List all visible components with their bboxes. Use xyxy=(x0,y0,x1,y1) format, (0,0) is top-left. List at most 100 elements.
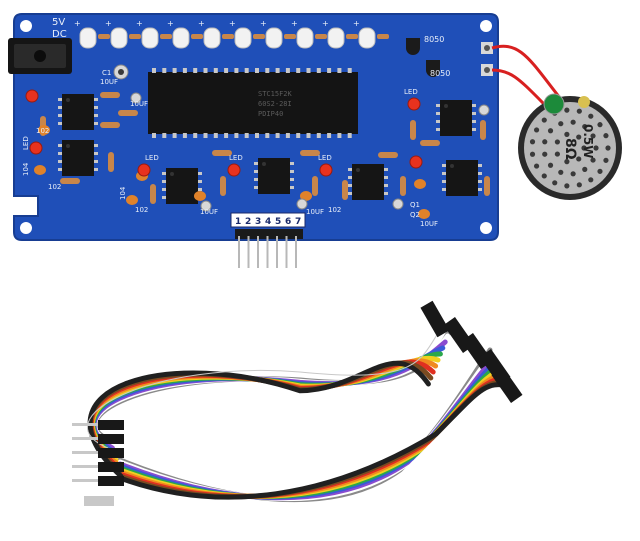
capacitor xyxy=(478,104,490,116)
microcontroller-chip: STC15F2K 60S2-28I PDIP40 xyxy=(148,68,358,138)
svg-text:+: + xyxy=(229,19,236,28)
mount-hole xyxy=(20,20,32,32)
svg-text:STC15F2K: STC15F2K xyxy=(258,90,293,98)
capacitor xyxy=(126,195,138,205)
white-led xyxy=(79,27,97,49)
power-label: DC xyxy=(52,29,67,40)
label-q2: Q2 xyxy=(410,211,420,219)
resistor xyxy=(98,34,110,39)
resistor xyxy=(129,34,141,39)
male-pin xyxy=(72,423,98,426)
capacitor-c1 xyxy=(113,64,129,80)
white-led xyxy=(358,27,376,49)
svg-text:+: + xyxy=(322,19,329,28)
resistor xyxy=(315,34,327,39)
label-8050: 8050 xyxy=(430,69,450,78)
red-led xyxy=(407,97,421,111)
svg-text:+: + xyxy=(105,19,112,28)
male-pin xyxy=(72,451,98,454)
white-led xyxy=(172,27,190,49)
label-10uf: 10UF xyxy=(130,100,148,108)
speaker-impedance: 8Ω xyxy=(562,138,578,160)
male-pin xyxy=(72,465,98,468)
label-104: 104 xyxy=(119,186,127,200)
male-connector xyxy=(98,420,124,430)
label-8050: 8050 xyxy=(424,35,444,44)
capacitor xyxy=(194,191,206,201)
svg-text:+: + xyxy=(74,19,81,28)
label-10uf: 10UF xyxy=(306,208,324,216)
side-leds xyxy=(25,89,423,177)
svg-text:+: + xyxy=(167,19,174,28)
capacitor xyxy=(296,198,308,210)
resistor xyxy=(420,140,440,146)
pcb-board: 5V DC + + + + + + + + + + STC15F2K 60S2-28I PDIP4… xyxy=(8,13,499,268)
pin-label: 3 xyxy=(255,217,261,227)
resistor xyxy=(300,150,320,156)
white-led xyxy=(327,27,345,49)
svg-text:+: + xyxy=(198,19,205,28)
speaker-power: 0.5W xyxy=(581,124,595,159)
capacitor xyxy=(414,179,426,189)
resistor xyxy=(253,34,265,39)
capacitor xyxy=(200,200,212,212)
capacitor xyxy=(130,92,142,104)
male-pin xyxy=(72,437,98,440)
capacitor xyxy=(300,191,312,201)
red-led xyxy=(25,89,39,103)
female-connector xyxy=(420,300,450,338)
label-102: 102 xyxy=(36,127,49,135)
resistor xyxy=(60,178,80,184)
white-led xyxy=(234,27,252,49)
pin-label: 4 xyxy=(265,217,271,227)
svg-text:+: + xyxy=(260,19,267,28)
label-102: 102 xyxy=(328,206,341,214)
resistor xyxy=(480,120,486,140)
male-connector xyxy=(98,462,124,472)
resistor xyxy=(484,176,490,196)
resistor xyxy=(108,152,114,172)
resistor xyxy=(400,176,406,196)
white-led xyxy=(203,27,221,49)
transistor-q2 xyxy=(426,60,440,77)
resistor xyxy=(377,34,389,39)
red-led xyxy=(319,163,333,177)
resistor xyxy=(160,34,172,39)
mount-hole xyxy=(480,222,492,234)
svg-text:60S2-28I: 60S2-28I xyxy=(258,100,292,108)
male-connector xyxy=(84,496,114,506)
male-pin xyxy=(72,479,98,482)
power-label: 5V xyxy=(52,17,65,28)
red-led xyxy=(29,141,43,155)
label-c1: C1 xyxy=(102,69,111,77)
label-102: 102 xyxy=(135,206,148,214)
mount-hole xyxy=(480,20,492,32)
svg-text:+: + xyxy=(353,19,360,28)
resistor xyxy=(284,34,296,39)
label-led: LED xyxy=(229,154,243,162)
capacitor xyxy=(38,125,50,135)
pin-label: 7 xyxy=(295,217,301,227)
resistor xyxy=(346,34,358,39)
small-chips xyxy=(58,94,482,204)
label-led: LED xyxy=(318,154,332,162)
label-104: 104 xyxy=(22,162,30,176)
female-connector xyxy=(491,367,523,403)
svg-text:+: + xyxy=(291,19,298,28)
resistor xyxy=(118,110,138,116)
resistor xyxy=(410,120,416,140)
capacitor xyxy=(418,209,430,219)
label-led: LED xyxy=(22,136,30,150)
wire-connectors xyxy=(72,300,523,506)
red-led xyxy=(227,163,241,177)
pin-label: 2 xyxy=(245,217,251,227)
label-10uf: 10UF xyxy=(200,208,218,216)
white-led xyxy=(296,27,314,49)
transistor-q1 xyxy=(406,38,420,55)
svg-text:+: + xyxy=(136,19,143,28)
label-10uf: 10UF xyxy=(100,78,118,86)
resistor xyxy=(150,184,156,204)
male-connector xyxy=(98,476,124,486)
